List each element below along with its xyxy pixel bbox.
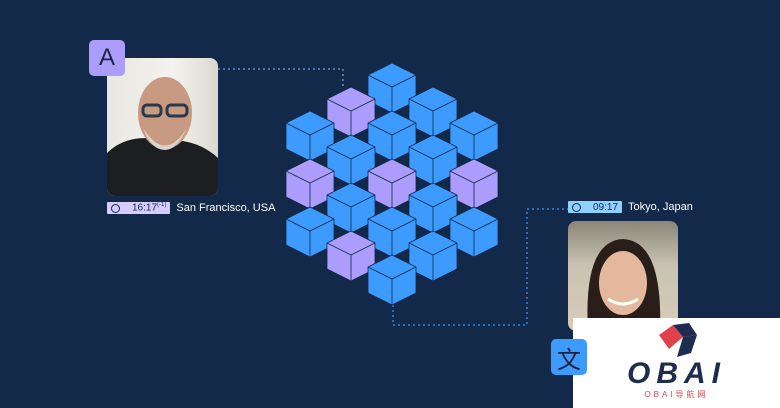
cube — [408, 230, 458, 282]
cube-cluster — [285, 62, 499, 306]
clock-icon — [572, 202, 581, 212]
cube — [367, 254, 417, 306]
cube — [285, 206, 335, 258]
time-badge: 16:17(-1) — [107, 202, 171, 214]
cube — [326, 230, 376, 282]
time: 09:17 — [593, 201, 619, 213]
language-badge-a: A — [89, 40, 125, 76]
cube-logo-icon — [658, 323, 697, 357]
time: 16:17 — [132, 202, 158, 214]
cube — [285, 158, 335, 210]
location-info-b: 09:17 Tokyo, Japan — [568, 201, 693, 213]
cube — [449, 158, 499, 210]
location-info-a: 16:17(-1) San Francisco, USA — [107, 202, 275, 214]
cube — [449, 206, 499, 258]
cube — [408, 134, 458, 186]
profile-photo-man — [107, 58, 218, 196]
location: Tokyo, Japan — [628, 201, 693, 213]
day-offset: (-1) — [157, 202, 167, 209]
watermark: OBAI OBAI导航网 — [573, 318, 780, 408]
lang-glyph: 文 — [557, 346, 581, 374]
time-badge: 09:17 — [568, 201, 623, 213]
language-badge-b: 文 — [551, 339, 587, 375]
clock-icon — [111, 203, 120, 213]
watermark-subtitle: OBAI导航网 — [644, 390, 709, 399]
cube — [285, 110, 335, 162]
location: San Francisco, USA — [176, 202, 276, 214]
lang-glyph: A — [98, 44, 115, 71]
watermark-logo: OBAI — [627, 357, 726, 390]
profile-photo-woman — [568, 221, 678, 331]
